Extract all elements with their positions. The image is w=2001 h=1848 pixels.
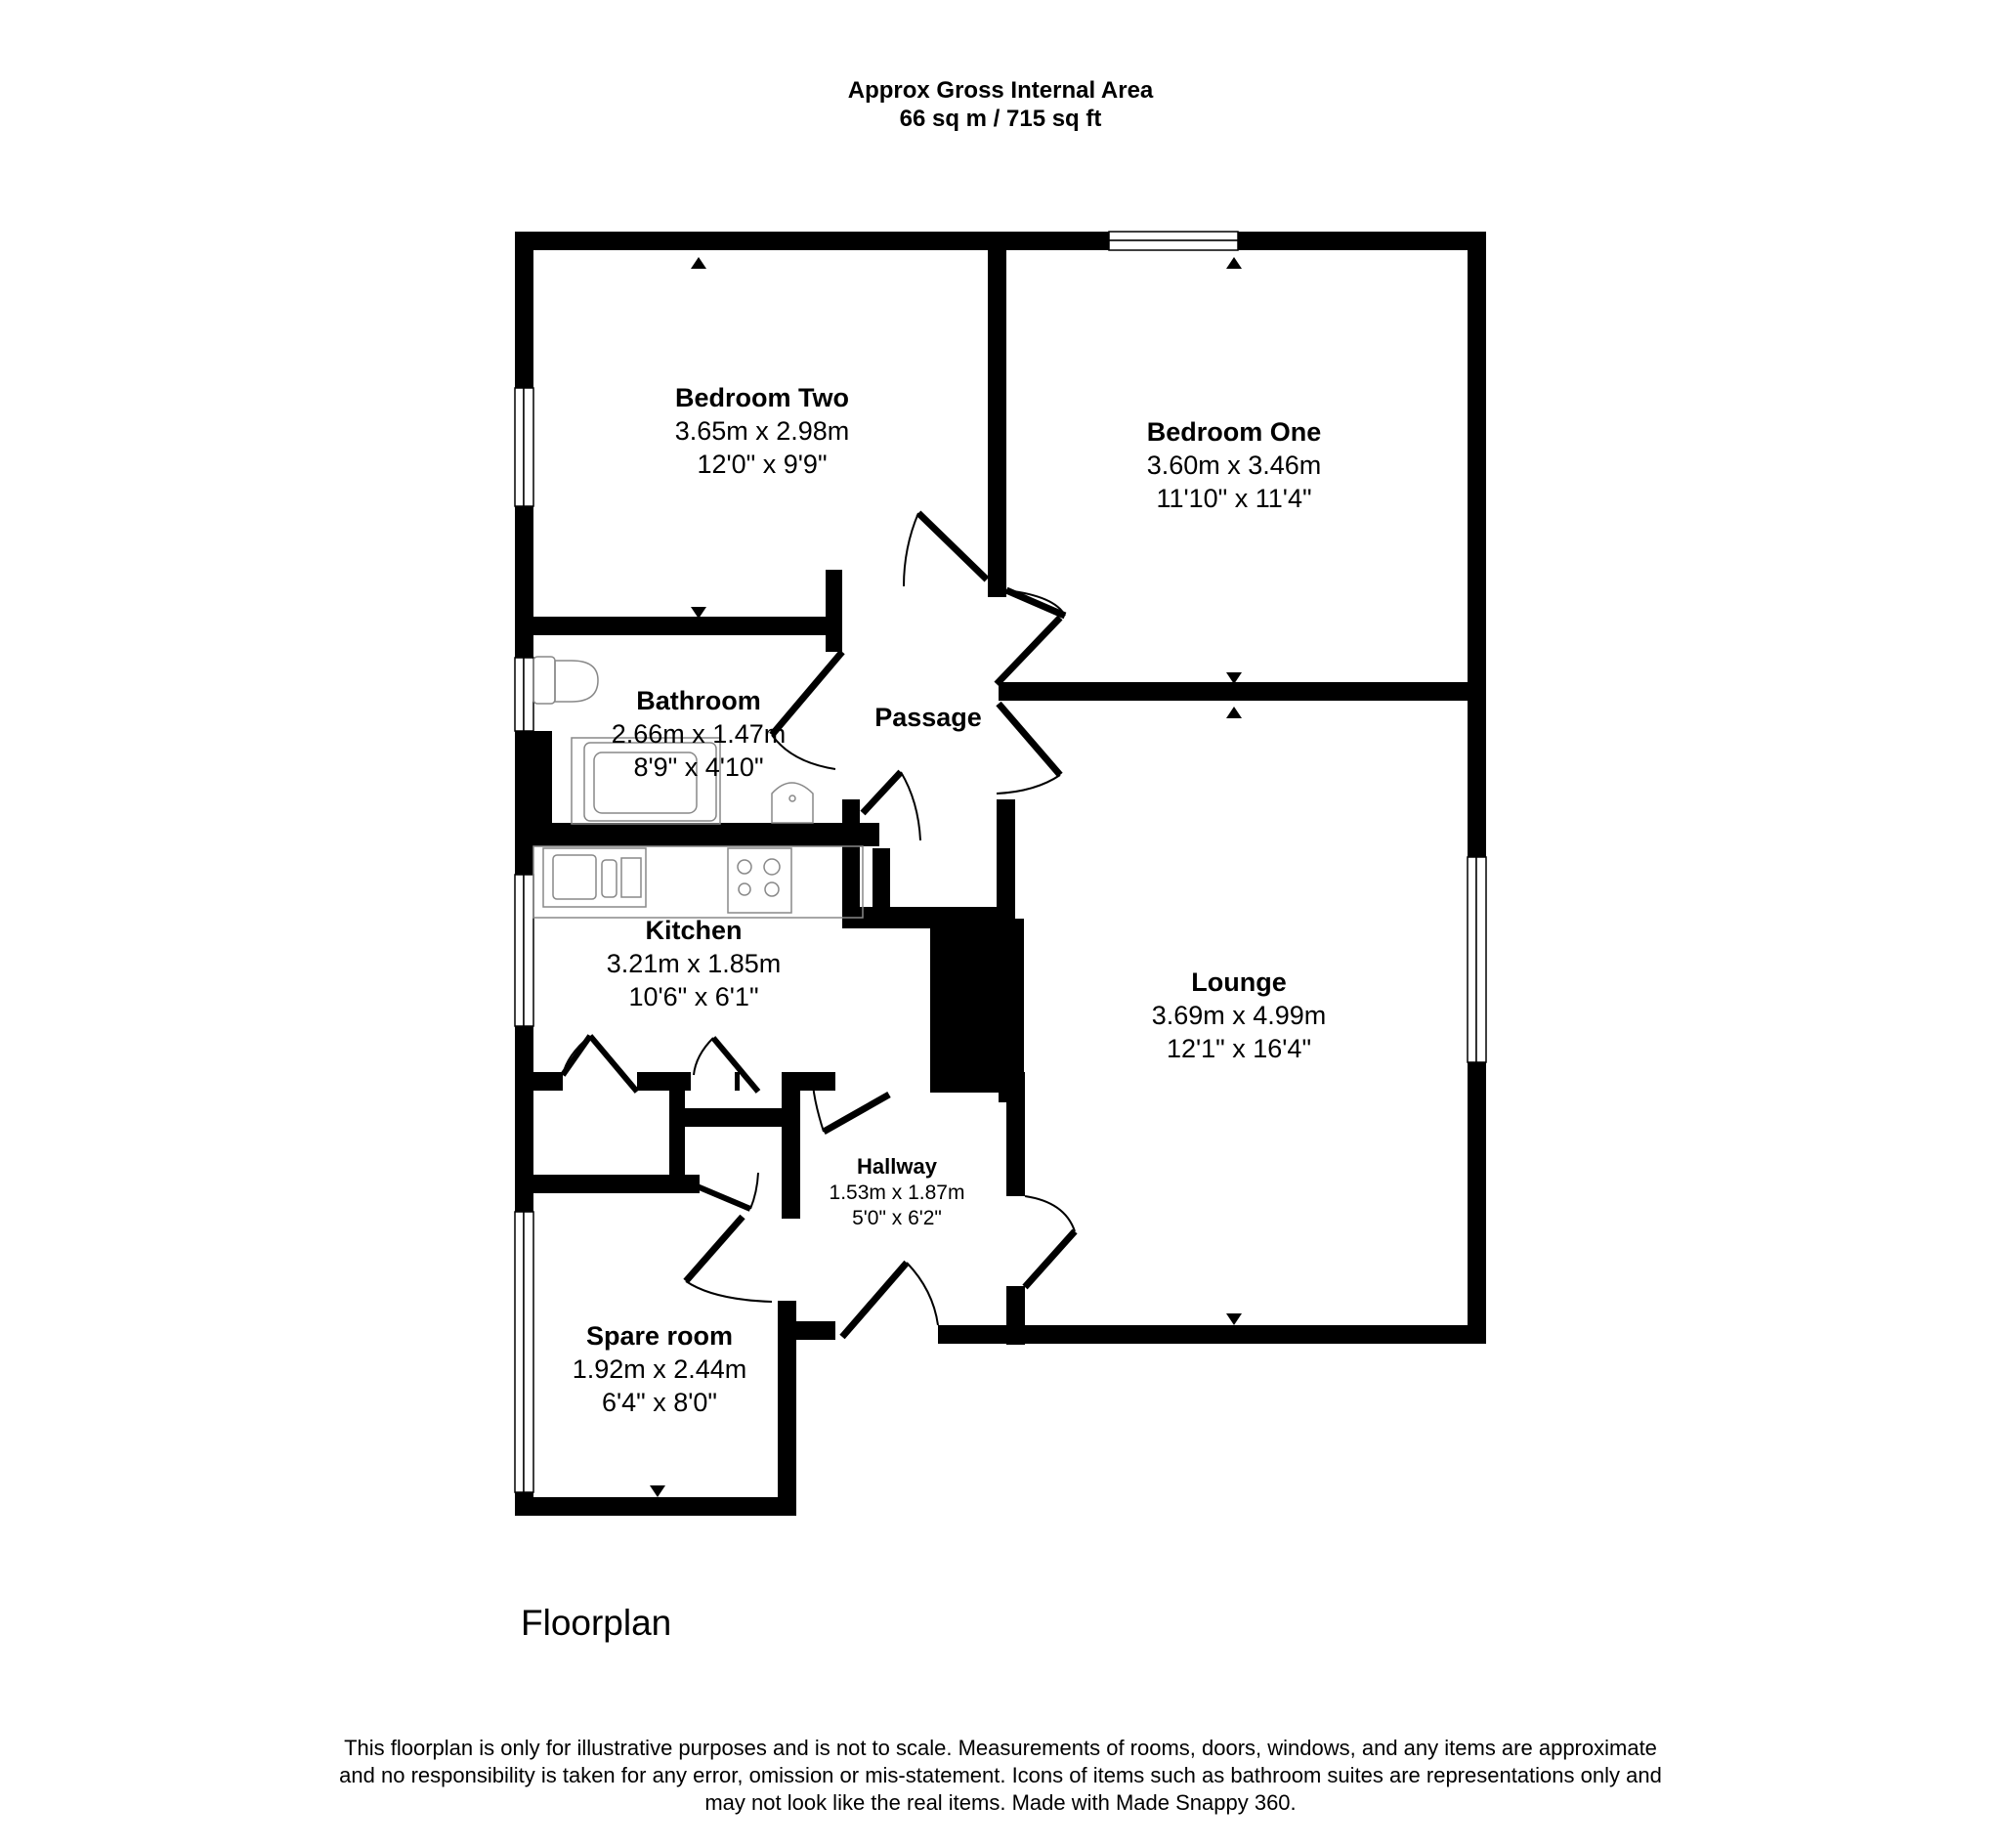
area-title: Approx Gross Internal Area bbox=[847, 77, 1154, 104]
room-imperial: 10'6" x 6'1" bbox=[628, 982, 759, 1011]
room-metric: 1.53m x 1.87m bbox=[829, 1182, 965, 1204]
floor-title: Floorplan bbox=[521, 1603, 672, 1643]
room-imperial: 8'9" x 4'10" bbox=[633, 752, 764, 782]
room-imperial: 5'0" x 6'2" bbox=[852, 1207, 942, 1229]
disclaimer-line: and no responsibility is taken for any e… bbox=[339, 1763, 1662, 1787]
room-metric: 3.60m x 3.46m bbox=[1146, 451, 1322, 480]
room-spare-room: Spare room 1.92m x 2.44m 6'4" x 8'0" bbox=[573, 1319, 747, 1419]
room-metric: 3.21m x 1.85m bbox=[606, 949, 782, 978]
room-lounge: Lounge 3.69m x 4.99m 12'1" x 16'4" bbox=[1152, 966, 1327, 1065]
room-bathroom: Bathroom 2.66m x 1.47m 8'9" x 4'10" bbox=[612, 684, 787, 784]
room-bedroom-two: Bedroom Two 3.65m x 2.98m 12'0" x 9'9" bbox=[675, 381, 850, 481]
room-passage: Passage bbox=[874, 701, 982, 734]
sink-icon bbox=[542, 847, 647, 908]
walls bbox=[515, 232, 1486, 1516]
disclaimer-line: This floorplan is only for illustrative … bbox=[344, 1736, 1657, 1760]
room-name: Kitchen bbox=[645, 916, 743, 945]
room-name: Bedroom One bbox=[1146, 417, 1322, 447]
area-header: Approx Gross Internal Area 66 sq m / 715… bbox=[0, 76, 2001, 133]
fixtures bbox=[532, 656, 864, 919]
room-name: Bathroom bbox=[636, 686, 761, 715]
room-imperial: 6'4" x 8'0" bbox=[601, 1388, 718, 1417]
toilet-icon bbox=[532, 656, 599, 705]
room-imperial: 12'0" x 9'9" bbox=[697, 450, 828, 479]
room-metric: 3.69m x 4.99m bbox=[1151, 1001, 1327, 1030]
room-metric: 1.92m x 2.44m bbox=[572, 1354, 747, 1384]
windows bbox=[514, 231, 1487, 1493]
room-imperial: 12'1" x 16'4" bbox=[1166, 1034, 1312, 1063]
room-name: Passage bbox=[874, 703, 982, 732]
hob-icon bbox=[727, 847, 792, 914]
bath-icon bbox=[571, 737, 721, 825]
basin-icon bbox=[771, 782, 814, 824]
room-name: Lounge bbox=[1191, 967, 1287, 997]
room-name: Hallway bbox=[857, 1154, 937, 1179]
room-bedroom-one: Bedroom One 3.60m x 3.46m 11'10" x 11'4" bbox=[1147, 415, 1322, 515]
doors bbox=[560, 510, 1078, 1340]
measure-arrows bbox=[650, 257, 1242, 1497]
room-hallway: Hallway 1.53m x 1.87m 5'0" x 6'2" bbox=[830, 1153, 965, 1231]
room-kitchen: Kitchen 3.21m x 1.85m 10'6" x 6'1" bbox=[607, 914, 782, 1013]
disclaimer-line: may not look like the real items. Made w… bbox=[704, 1790, 1297, 1815]
disclaimer: This floorplan is only for illustrative … bbox=[0, 1735, 2001, 1817]
room-name: Bedroom Two bbox=[675, 383, 849, 412]
room-name: Spare room bbox=[585, 1321, 734, 1351]
area-value: 66 sq m / 715 sq ft bbox=[899, 106, 1102, 132]
room-imperial: 11'10" x 11'4" bbox=[1156, 484, 1312, 513]
worktop bbox=[532, 845, 864, 919]
room-metric: 2.66m x 1.47m bbox=[611, 719, 787, 749]
room-metric: 3.65m x 2.98m bbox=[674, 416, 850, 446]
